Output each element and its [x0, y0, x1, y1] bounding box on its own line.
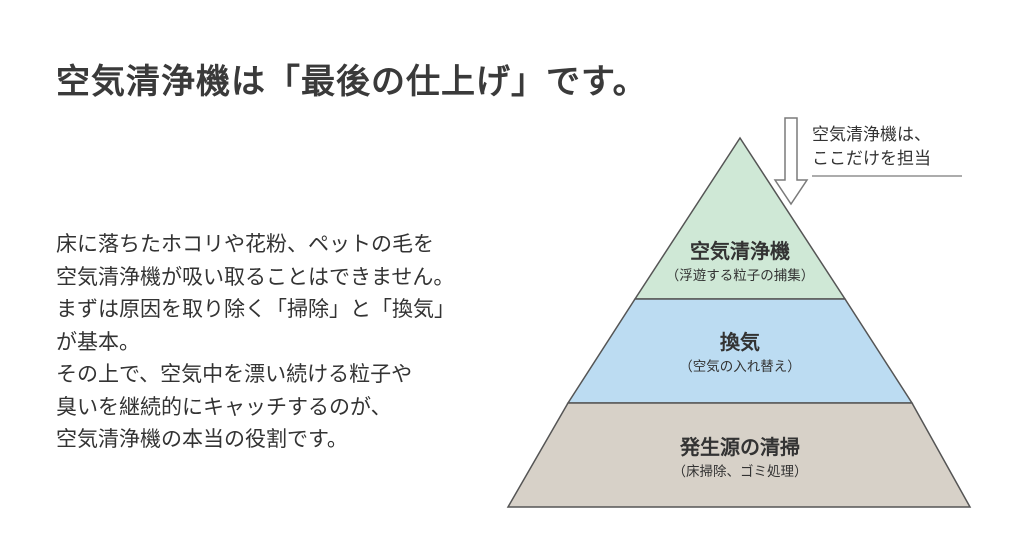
- layer-top-title: 空気清浄機: [690, 239, 790, 263]
- pyramid-layer-bottom: [506, 402, 972, 508]
- page-title: 空気清浄機は「最後の仕上げ」です。: [56, 62, 648, 102]
- down-arrow-icon: [773, 117, 809, 206]
- body-line: その上で、空気中を漂い続ける粒子や: [56, 362, 413, 386]
- layer-bottom-title: 発生源の清掃: [679, 435, 800, 459]
- body-line: 床に落ちたホコリや花粉、ペットの毛を: [56, 232, 434, 256]
- layer-top-subtitle: （浮遊する粒子の捕集）: [666, 268, 815, 284]
- body-paragraph: 床に落ちたホコリや花粉、ペットの毛を 空気清浄機が吸い取ることはできません。 ま…: [56, 228, 455, 456]
- layer-middle-title: 換気: [720, 330, 760, 354]
- callout-line-2: ここだけを担当: [812, 149, 931, 169]
- layer-bottom-subtitle: （床掃除、ゴミ処理）: [673, 463, 808, 480]
- callout-line-1: 空気清浄機は、: [812, 125, 931, 145]
- body-line: が基本。: [56, 329, 140, 354]
- body-line: 臭いを継続的にキャッチするのが、: [56, 394, 392, 419]
- layer-middle-subtitle: （空気の入れ替え）: [679, 359, 801, 375]
- body-line: 空気清浄機が吸い取ることはできません。: [56, 264, 455, 289]
- body-line: まずは原因を取り除く「掃除」と「換気」: [56, 297, 455, 321]
- body-line: 空気清浄機の本当の役割です。: [56, 427, 348, 451]
